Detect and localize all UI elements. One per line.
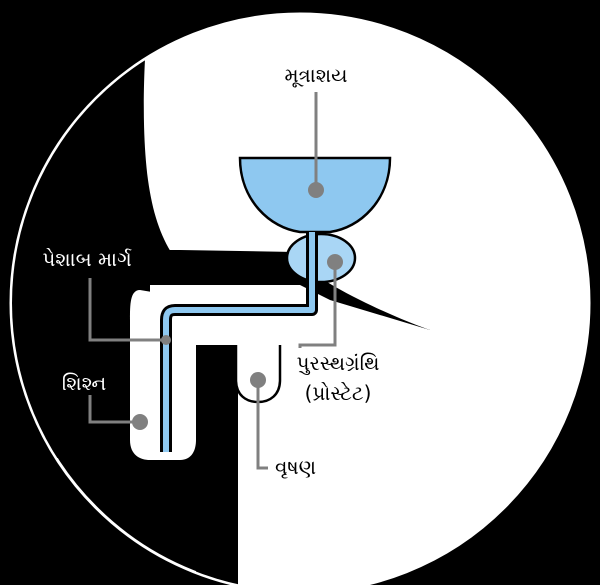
prostate-marker [327, 254, 343, 270]
urethra-marker [161, 335, 171, 345]
penis-label: શિશ્ન [62, 371, 107, 395]
prostate [287, 234, 355, 282]
scrotum-marker [250, 372, 266, 388]
penis-body-gap [196, 345, 238, 585]
bladder-marker [308, 182, 324, 198]
prostate-label-line2: (પ્રોસ્ટેટ) [305, 381, 372, 405]
scrotum-label: વૃષણ [275, 455, 316, 479]
bladder-label: મૂત્રાશય [284, 63, 347, 87]
penis-marker [132, 414, 148, 430]
urethra-label: પેશાબ માર્ગ [42, 247, 131, 271]
prostate-label-line1: પુરસ્થગ્રંથિ [296, 351, 379, 375]
